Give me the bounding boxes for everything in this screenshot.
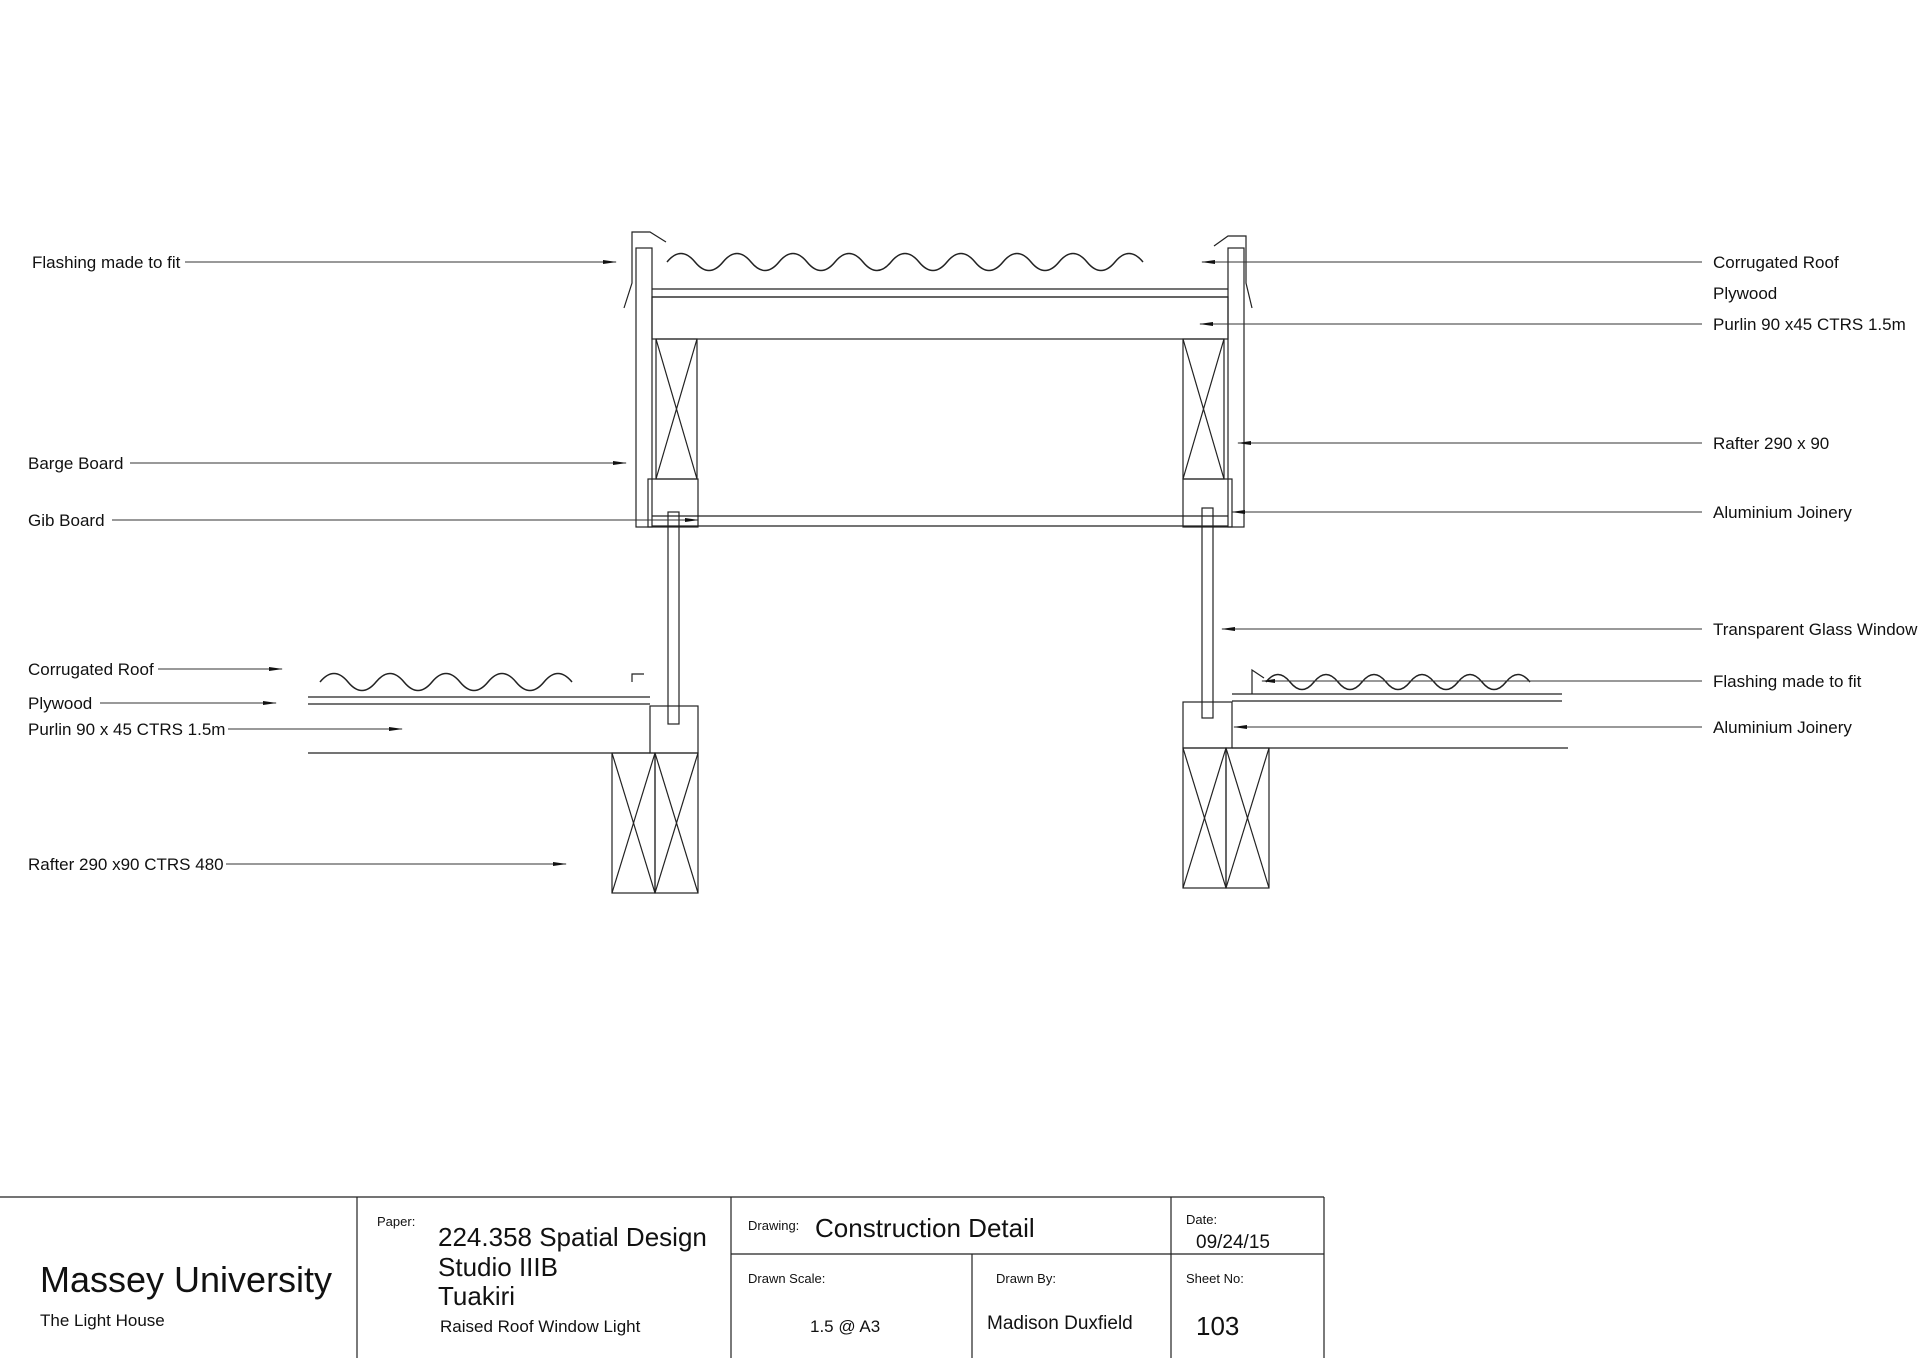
- paper-line3: Tuakiri: [438, 1281, 515, 1311]
- drawn-by-value: Madison Duxfield: [987, 1313, 1133, 1334]
- label-glass-window: Transparent Glass Window: [1713, 620, 1918, 639]
- upper-rafter-right: [1182, 338, 1225, 480]
- label-gib-board: Gib Board: [28, 511, 105, 530]
- glass-window-right: [1201, 507, 1214, 719]
- label-rafter-left: Rafter 290 x90 CTRS 480: [28, 855, 224, 874]
- paper-label: Paper:: [377, 1214, 415, 1229]
- project-name: The Light House: [40, 1311, 165, 1330]
- label-barge-board: Barge Board: [28, 454, 123, 473]
- upper-rafter-left: [655, 338, 698, 480]
- paper-line1: 224.358 Spatial Design: [438, 1222, 707, 1252]
- aluminium-joinery-lower-right: [1182, 701, 1233, 749]
- label-corrugated-roof-left: Corrugated Roof: [28, 660, 154, 679]
- paper-sub: Raised Roof Window Light: [440, 1317, 641, 1336]
- drawing-title: Construction Detail: [815, 1213, 1035, 1243]
- barge-board-left: [635, 247, 653, 528]
- title-block: Massey University The Light House Paper:…: [0, 1196, 1325, 1358]
- flashing-left: [623, 231, 667, 309]
- barge-board-right: [1227, 247, 1245, 528]
- label-purlin-left: Purlin 90 x 45 CTRS 1.5m: [28, 720, 225, 739]
- date-value: 09/24/15: [1196, 1232, 1270, 1253]
- label-flashing-top: Flashing made to fit: [32, 253, 181, 272]
- label-rafter-right: Rafter 290 x 90: [1713, 434, 1829, 453]
- sheet-value: 103: [1196, 1311, 1239, 1341]
- aluminium-joinery-upper-left: [647, 478, 699, 528]
- drawn-by-label: Drawn By:: [996, 1271, 1056, 1286]
- label-flashing-low: Flashing made to fit: [1713, 672, 1862, 691]
- aluminium-joinery-lower-left: [649, 705, 699, 754]
- date-label: Date:: [1186, 1212, 1217, 1227]
- label-joinery-low-right: Aluminium Joinery: [1713, 718, 1852, 737]
- label-purlin-right: Purlin 90 x45 CTRS 1.5m: [1713, 315, 1906, 334]
- paper-line2: Studio IIIB: [438, 1252, 558, 1282]
- upper-purlin: [651, 296, 1229, 340]
- upper-corrugated-roof: [666, 252, 1144, 272]
- label-joinery-top-right: Aluminium Joinery: [1713, 503, 1852, 522]
- raised-roof-section: [623, 231, 1253, 528]
- label-plywood-left: Plywood: [28, 694, 92, 713]
- lower-corrugated-roof-right: [1265, 673, 1531, 691]
- label-corrugated-roof-right: Corrugated Roof: [1713, 253, 1839, 272]
- lower-rafter-right: [1182, 747, 1270, 889]
- lower-roof-left: [308, 672, 699, 894]
- aluminium-joinery-upper-right: [1182, 478, 1233, 528]
- lower-rafter-left: [611, 752, 699, 894]
- glass-window-left: [667, 511, 680, 725]
- lower-corrugated-roof-left: [319, 672, 573, 692]
- scale-label: Drawn Scale:: [748, 1271, 825, 1286]
- sheet-label: Sheet No:: [1186, 1271, 1244, 1286]
- scale-value: 1.5 @ A3: [810, 1317, 880, 1336]
- label-plywood-right: Plywood: [1713, 284, 1777, 303]
- flashing-right: [1213, 235, 1253, 309]
- institution-name: Massey University: [40, 1259, 332, 1300]
- lower-roof-right: [1182, 668, 1568, 889]
- drawing-label: Drawing:: [748, 1218, 799, 1233]
